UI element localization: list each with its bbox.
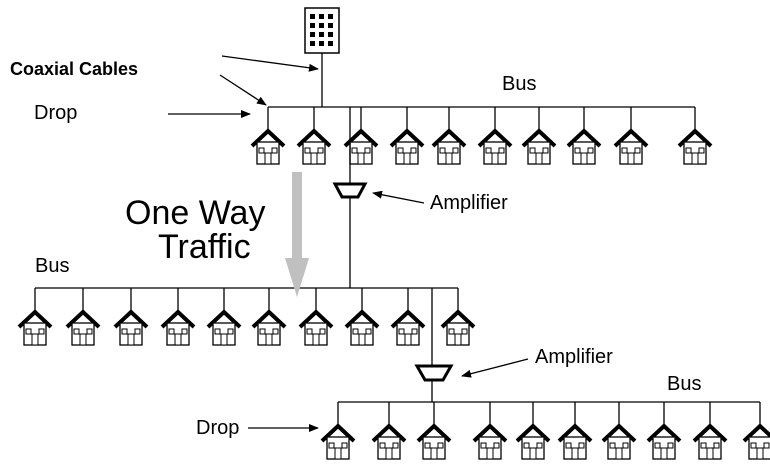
bus-3-houses — [320, 424, 770, 461]
house-icon — [742, 424, 770, 461]
bus-2 — [17, 287, 476, 347]
house-icon — [431, 129, 467, 166]
drop-label-2: Drop — [196, 417, 239, 439]
bus-1 — [250, 106, 713, 166]
bus-3-drops — [337, 402, 761, 426]
amplifier-1-label: Amplifier — [430, 192, 508, 214]
drop-label-1: Drop — [34, 102, 77, 124]
house-icon — [646, 424, 682, 461]
house-icon — [160, 310, 196, 347]
house-icon — [298, 310, 334, 347]
house-icon — [296, 129, 332, 166]
house-icon — [677, 129, 713, 166]
house-icon — [65, 310, 101, 347]
house-icon — [472, 424, 508, 461]
house-icon — [371, 424, 407, 461]
house-icon — [250, 129, 286, 166]
bus-3-label: Bus — [667, 373, 701, 395]
bus-1-houses — [250, 129, 713, 166]
house-icon — [566, 129, 602, 166]
bus-2-label: Bus — [35, 255, 69, 277]
amplifier-1-pointer — [372, 190, 425, 204]
house-icon — [113, 310, 149, 347]
house-icon — [515, 424, 551, 461]
house-icon — [251, 310, 287, 347]
amplifier-2-pointer — [461, 358, 529, 378]
house-icon — [389, 129, 425, 166]
bus-1-drops — [267, 107, 696, 131]
bus-2-houses — [17, 310, 476, 347]
traffic-label-line-1: One Way — [125, 194, 265, 232]
traffic-arrow-icon — [285, 172, 309, 297]
amplifier-2-label: Amplifier — [535, 346, 613, 368]
coaxial-cables-pointer-1 — [221, 55, 319, 72]
coaxial-cables-pointer-2 — [219, 74, 267, 106]
amplifier-1-icon — [332, 182, 368, 199]
house-icon — [206, 310, 242, 347]
house-icon — [613, 129, 649, 166]
house-icon — [390, 310, 426, 347]
headend-building-icon — [304, 7, 340, 54]
house-icon — [17, 310, 53, 347]
house-icon — [477, 129, 513, 166]
house-icon — [557, 424, 593, 461]
house-icon — [440, 310, 476, 347]
house-icon — [601, 424, 637, 461]
bus-3 — [320, 401, 770, 461]
traffic-label-line-2: Traffic — [158, 228, 251, 266]
coaxial-cables-label: Coaxial Cables — [10, 59, 138, 79]
house-icon — [344, 310, 380, 347]
house-icon — [320, 424, 356, 461]
house-icon — [416, 424, 452, 461]
bus-2-drops — [34, 288, 459, 312]
house-icon — [692, 424, 728, 461]
amplifier-2-icon — [414, 364, 454, 382]
house-icon — [521, 129, 557, 166]
bus-1-label: Bus — [502, 73, 536, 95]
